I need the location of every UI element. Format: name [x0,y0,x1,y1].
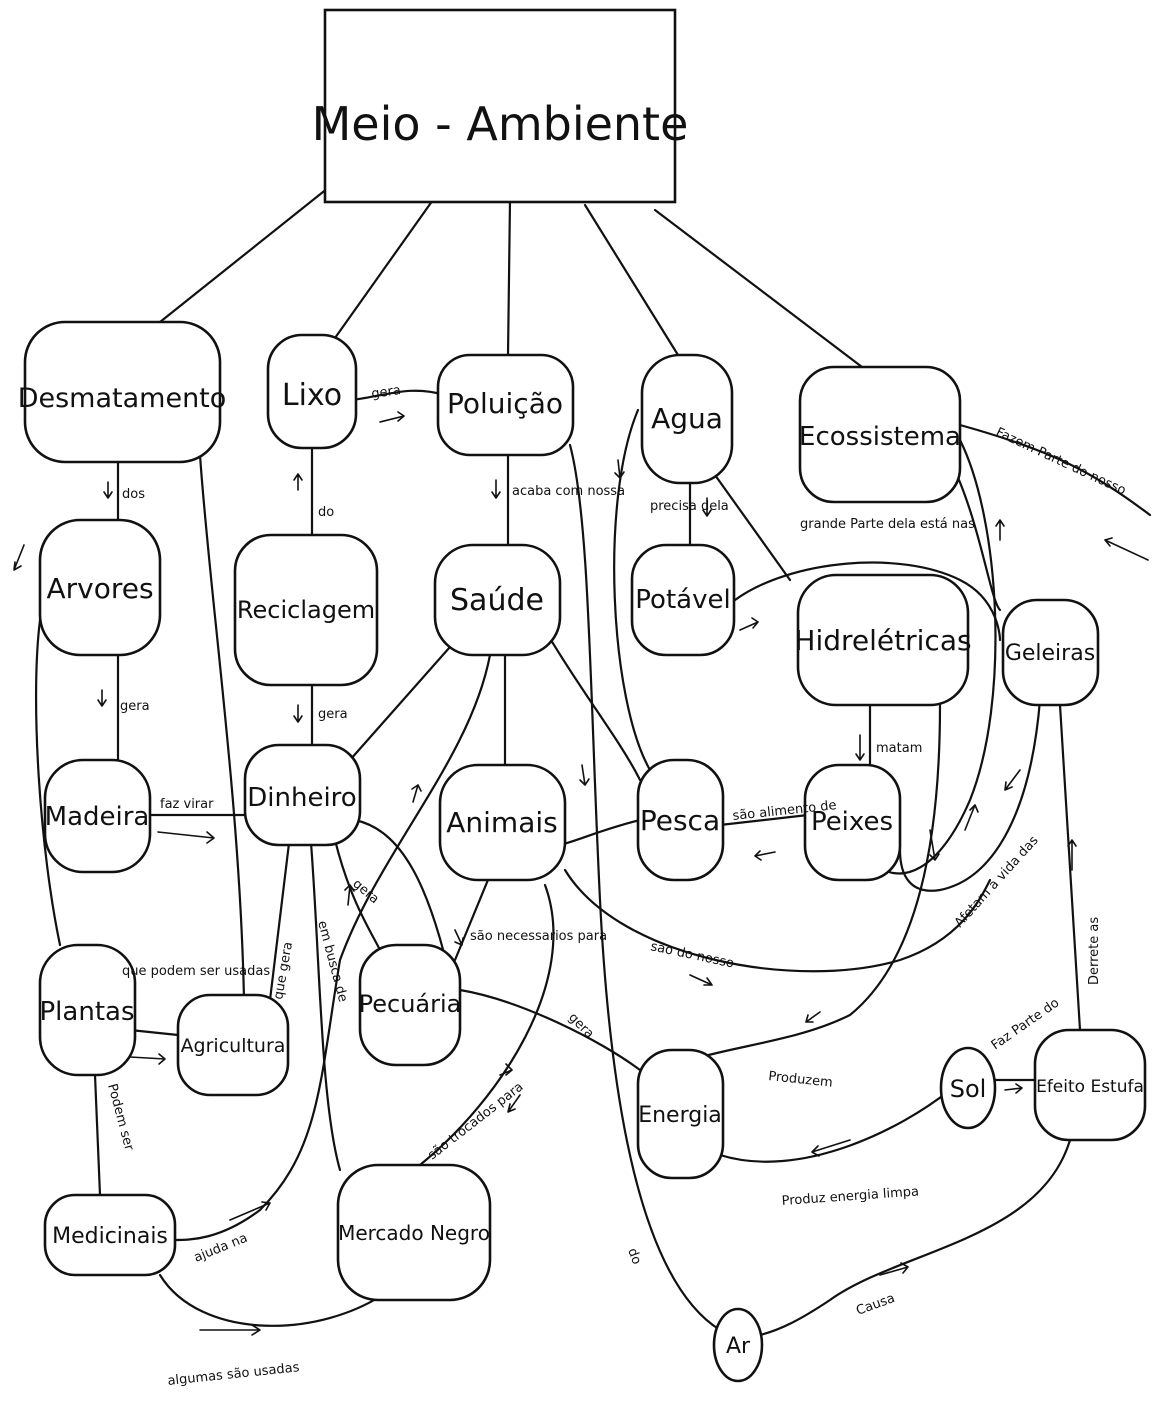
label-lixo: Lixo [282,378,342,413]
label-pecuaria: Pecuária [359,990,462,1018]
node-animais: Animais [438,763,567,882]
node-sol: Sol [939,1046,997,1130]
edges [34,178,1152,1337]
node-saude: Saúde [433,543,562,657]
link-fazem-parte: Fazem Parte do nosso [993,425,1128,498]
label-ecossistema: Ecossistema [799,422,961,452]
link-do-ar: do [624,1246,644,1266]
label-pesca: Pesca [640,804,720,837]
node-desmatamento: Desmatamento [18,320,227,464]
link-ajuda-na: ajuda na [192,1231,250,1266]
node-energia: Energia [636,1048,725,1180]
label-mercado-negro: Mercado Negro [338,1221,490,1245]
node-poluicao: Poluição [436,353,575,457]
arrow-marks [13,411,1149,1336]
label-efeito-estufa: Efeito Estufa [1036,1077,1144,1097]
link-produz-energia: Produz energia limpa [781,1184,919,1209]
node-ecossistema: Ecossistema [798,365,962,504]
link-grande-parte: grande Parte dela está nas [800,517,975,532]
node-medicinais: Medicinais [43,1193,177,1277]
nodes: Desmatamento Lixo Poluição Agua Ecossist… [18,320,1147,1383]
root-title: Meio - Ambiente [312,97,689,151]
link-gera-reciclagem: gera [318,707,348,722]
link-que-podem: que podem ser usadas [122,964,270,979]
node-pesca: Pesca [636,758,725,882]
label-animais: Animais [446,806,557,839]
node-ar: Ar [712,1307,764,1383]
label-poluicao: Poluição [447,387,563,420]
node-reciclagem: Reciclagem [233,533,379,687]
label-desmatamento: Desmatamento [18,383,227,414]
node-arvores: Arvores [38,518,162,657]
node-agricultura: Agricultura [176,993,290,1097]
label-plantas: Plantas [40,997,135,1027]
link-causa: Causa [854,1291,897,1319]
link-do: do [318,505,334,520]
node-efeito-estufa: Efeito Estufa [1033,1028,1147,1142]
link-gera-arvores: gera [120,699,150,714]
label-energia: Energia [638,1103,722,1128]
label-agricultura: Agricultura [181,1035,286,1057]
node-lixo: Lixo [266,333,358,450]
node-mercado-negro: Mercado Negro [336,1163,492,1302]
link-sao-necessarios: são necessarios para [470,929,607,944]
link-precisa: precisa dela [650,499,729,514]
label-potavel: Potável [635,585,730,615]
node-hidreletricas: Hidrelétricas [794,573,972,707]
label-medicinais: Medicinais [52,1224,168,1249]
label-geleiras: Geleiras [1005,641,1095,666]
link-labels: gera dos do acaba com nossa precisa dela… [104,383,1128,1389]
label-agua: Agua [651,402,723,435]
link-podem-ser: Podem ser [104,1082,136,1153]
label-hidreletricas: Hidrelétricas [794,624,971,657]
link-algumas: algumas são usadas [167,1360,300,1389]
link-acaba-com: acaba com nossa [512,484,625,499]
label-peixes: Peixes [811,807,893,837]
link-matam: matam [876,741,922,756]
link-derrete: Derrete as [1087,917,1102,985]
link-gera-energia: gera [565,1010,597,1042]
node-madeira: Madeira [43,758,152,874]
label-reciclagem: Reciclagem [237,596,375,624]
link-produzem: Produzem [768,1069,834,1091]
node-potavel: Potável [630,543,736,657]
node-geleiras: Geleiras [1001,598,1100,707]
node-agua: Agua [640,353,734,485]
label-arvores: Arvores [46,572,153,605]
link-gera-lixo: gera [370,383,401,402]
link-sao-do-nosso: são do nosso [649,939,735,971]
node-peixes: Peixes [803,763,902,882]
label-ar: Ar [726,1334,751,1359]
label-sol: Sol [950,1075,987,1103]
node-pecuaria: Pecuária [359,943,462,1067]
node-dinheiro: Dinheiro [243,743,362,847]
link-sao-trocados: são trocados para [425,1079,526,1163]
root-node: Meio - Ambiente [312,8,689,204]
label-madeira: Madeira [45,802,150,832]
node-plantas: Plantas [38,943,137,1077]
link-que-gera: que gera [271,941,296,1001]
link-faz-virar: faz virar [160,797,214,812]
link-dos: dos [122,487,145,502]
label-saude: Saúde [450,583,544,618]
label-dinheiro: Dinheiro [247,783,356,813]
